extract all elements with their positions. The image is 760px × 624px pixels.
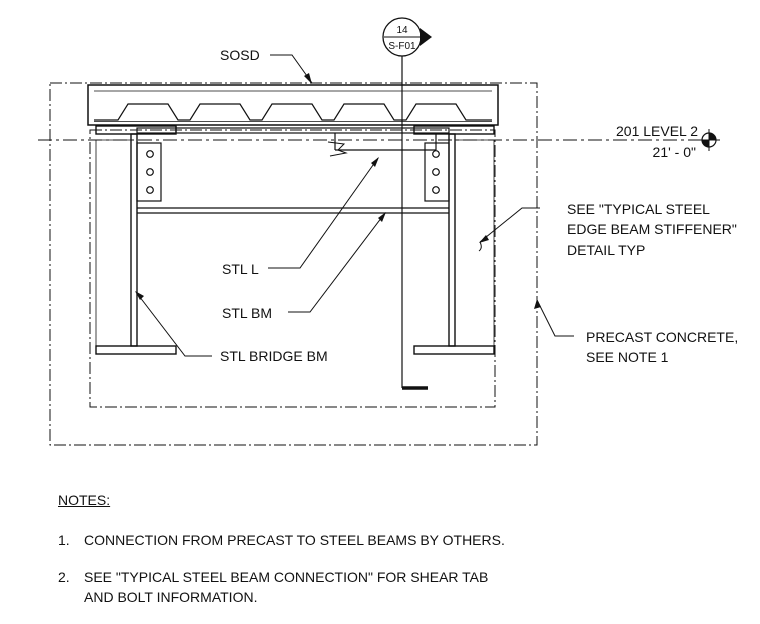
shear-tab-left (136, 142, 162, 202)
label-precast-line-2: SEE NOTE 1 (586, 349, 669, 365)
section-sheet: S-F01 (388, 41, 416, 52)
note-text: CONNECTION FROM PRECAST TO STEEL BEAMS B… (84, 532, 505, 548)
level-datum-icon (698, 129, 720, 151)
notes-block: NOTES: 1. CONNECTION FROM PRECAST TO STE… (58, 490, 738, 624)
precast-outline-outer (49, 82, 538, 446)
label-sosd: SOSD (220, 47, 260, 63)
level-elevation: 21' - 0" (653, 144, 696, 160)
note-item: 2. SEE "TYPICAL STEEL BEAM CONNECTION" F… (58, 567, 738, 607)
notes-title: NOTES: (58, 492, 111, 508)
leaders (135, 54, 574, 357)
label-stiffener-line-3: DETAIL TYP (567, 242, 645, 258)
note-text: SEE "TYPICAL STEEL BEAM CONNECTION" FOR … (84, 569, 489, 605)
label-precast-line-1: PRECAST CONCRETE, (586, 329, 738, 345)
note-item: 1. CONNECTION FROM PRECAST TO STEEL BEAM… (58, 530, 738, 550)
shear-tab-right (424, 142, 450, 202)
label-stl-bridge-bm: STL BRIDGE BM (220, 348, 328, 364)
label-stiffener-line-2: EDGE BEAM STIFFENER" (567, 221, 737, 237)
note-number: 2. (58, 569, 70, 585)
label-stiffener-line-1: SEE "TYPICAL STEEL (567, 201, 710, 217)
leader-arrows (135, 73, 541, 309)
sosd-slab (87, 84, 499, 126)
note-number: 1. (58, 532, 70, 548)
stiffener-squiggle (478, 241, 482, 252)
steel-bridge-beam-right (413, 125, 495, 355)
level-name: 201 LEVEL 2 (616, 123, 698, 139)
steel-beam (136, 126, 450, 214)
section-number: 14 (396, 25, 408, 36)
label-stl-bm: STL BM (222, 305, 272, 321)
label-stl-l: STL L (222, 261, 259, 277)
precast-outline-inner (89, 129, 496, 408)
section-marker: 14 S-F01 (382, 17, 432, 57)
steel-bridge-beam-left (95, 125, 177, 355)
